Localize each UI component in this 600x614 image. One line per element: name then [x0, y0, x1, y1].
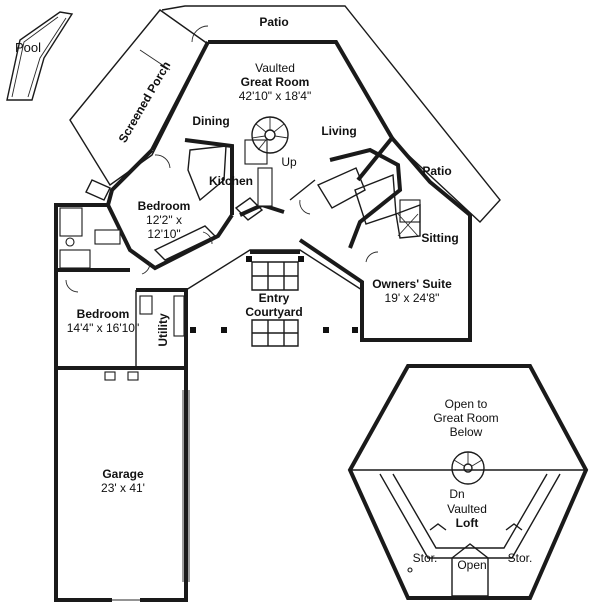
great-room-dims: 42'10" x 18'4" [239, 89, 312, 103]
sitting-label: Sitting [421, 231, 458, 245]
kitchen-bedroom-walls [106, 138, 285, 271]
bedroom-left-label: Bedroom [77, 307, 130, 321]
utility-label: Utility [156, 313, 170, 347]
open-bottom-label: Open [457, 558, 486, 572]
open-to-line1: Open to [445, 397, 488, 411]
loft-line1: Vaulted [447, 502, 487, 516]
patio-right-label: Patio [422, 164, 451, 178]
screened-porch-label: Screened Porch [116, 59, 174, 145]
entry-courtyard [185, 249, 363, 347]
loft-walls [347, 364, 589, 600]
bedroom-center-dims1: 12'2" x [146, 213, 182, 227]
open-to-line2: Great Room [433, 411, 498, 425]
bedroom-center-label: Bedroom [138, 199, 191, 213]
owners-suite-label: Owners' Suite [372, 277, 452, 291]
garage-label: Garage [102, 467, 144, 481]
stor-left-label: Stor. [413, 551, 438, 565]
great-room-walls [150, 40, 395, 182]
right-wing-walls [289, 136, 472, 342]
entry-line1: Entry [259, 291, 290, 305]
entry-line2: Courtyard [245, 305, 302, 319]
spiral-stair [251, 116, 289, 154]
kitchen-label: Kitchen [209, 174, 253, 188]
pool-label: Pool [15, 40, 41, 55]
open-to-line3: Below [450, 425, 483, 439]
left-wing-walls [54, 179, 185, 370]
living-label: Living [321, 124, 356, 138]
garage-dims: 23' x 41' [101, 481, 145, 495]
great-room-line1: Vaulted [255, 61, 295, 75]
loft-line2: Loft [456, 516, 479, 530]
dn-label: Dn [449, 487, 464, 501]
bedroom-left-dims: 14'4" x 16'10" [67, 321, 140, 335]
stor-right-label: Stor. [508, 551, 533, 565]
dining-label: Dining [192, 114, 229, 128]
garage-walls [54, 368, 190, 602]
door-swings [65, 25, 379, 293]
owners-suite-dims: 19' x 24'8" [385, 291, 440, 305]
great-room-line2: Great Room [241, 75, 310, 89]
bedroom-center-dims2: 12'10" [147, 227, 180, 241]
up-label: Up [281, 155, 297, 169]
patio-top [161, 5, 501, 223]
patio-top-label: Patio [259, 15, 288, 29]
pool [6, 11, 74, 101]
